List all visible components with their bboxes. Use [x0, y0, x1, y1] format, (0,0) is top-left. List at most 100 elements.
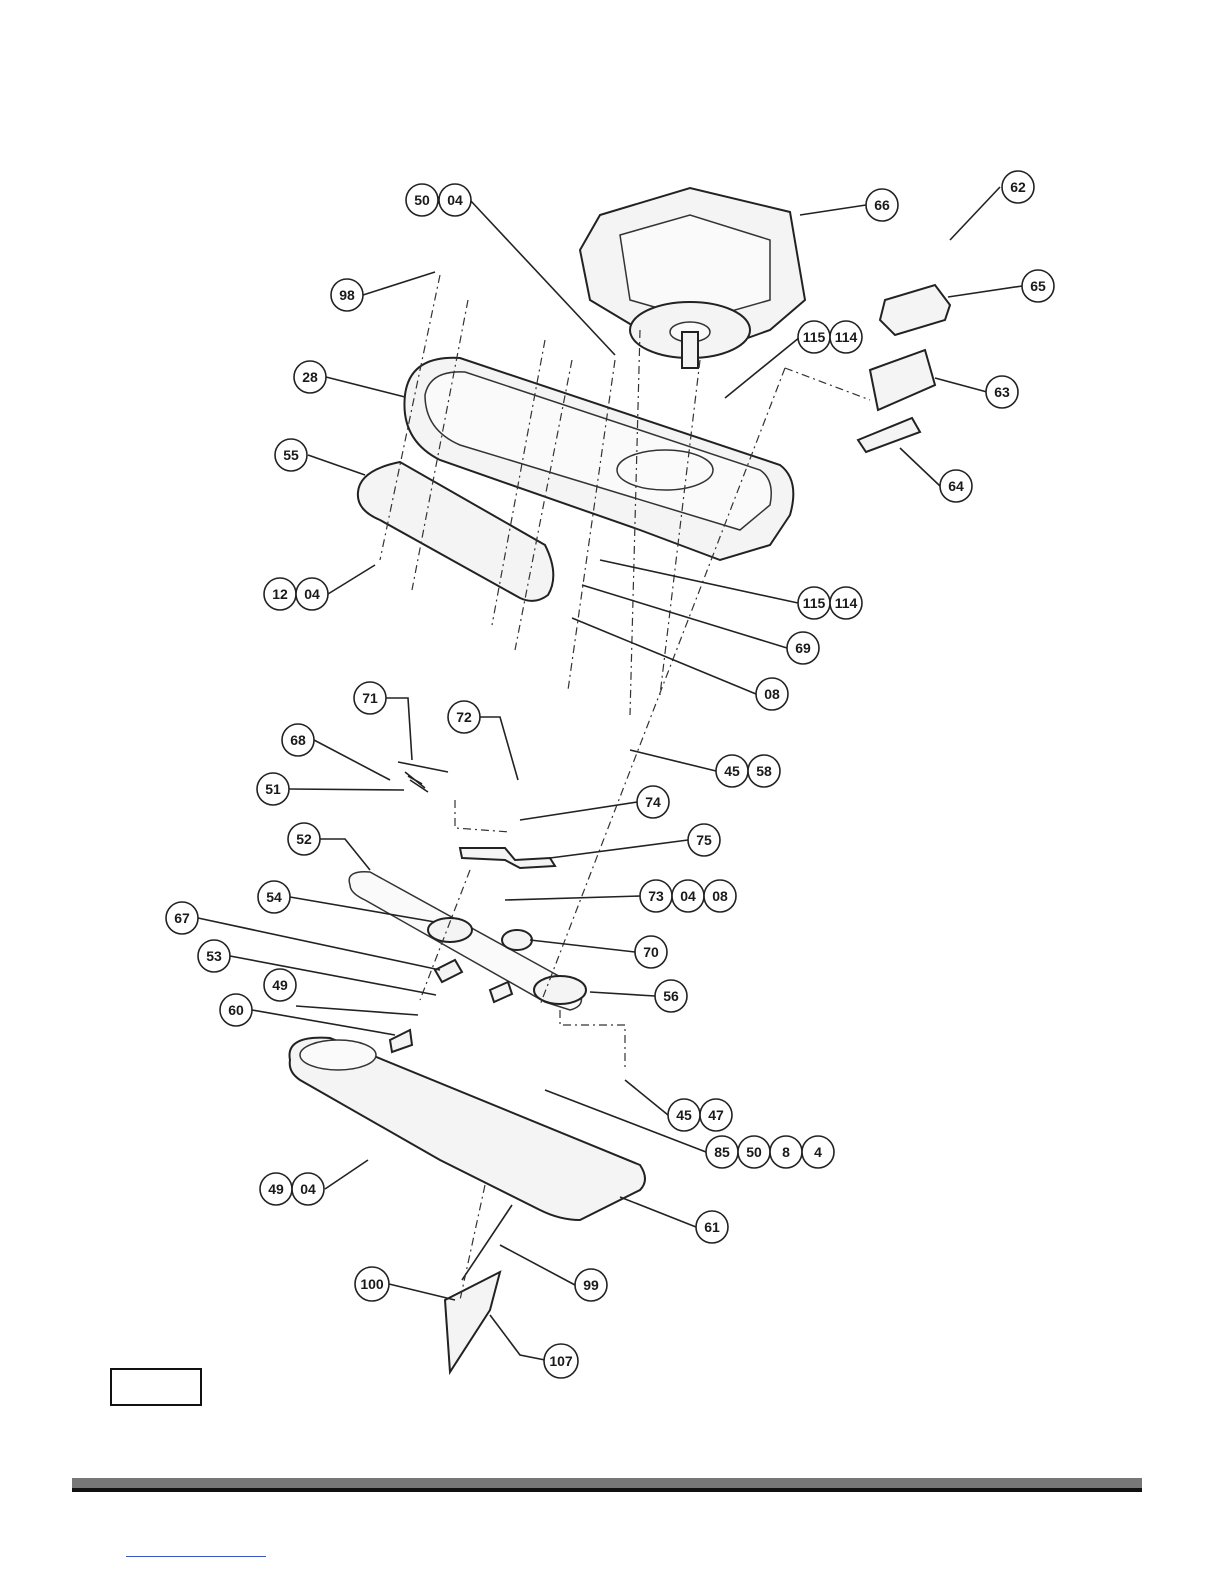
figure-label-box — [110, 1368, 202, 1406]
callout-60: 60 — [220, 994, 252, 1026]
callout-73-04-08: 73 04 08 — [640, 880, 736, 912]
engine-part — [580, 188, 805, 368]
callout-62: 62 — [1002, 171, 1034, 203]
callout-65: 65 — [1022, 270, 1054, 302]
callout-label: 98 — [339, 287, 355, 303]
switch-bracket-part — [880, 285, 950, 335]
battery-box-part — [870, 350, 935, 410]
callout-label: 08 — [712, 888, 728, 904]
callout-75: 75 — [688, 824, 720, 856]
callout-28: 28 — [294, 361, 326, 393]
callout-85-50-8-4: 85 50 8 4 — [706, 1136, 834, 1168]
rod-part — [398, 762, 448, 772]
callout-74: 74 — [637, 786, 669, 818]
callout-label: 51 — [265, 781, 281, 797]
callout-53: 53 — [198, 940, 230, 972]
callout-label: 114 — [835, 329, 858, 345]
callout-label: 107 — [549, 1353, 573, 1369]
callout-12-04: 12 04 — [264, 578, 328, 610]
callout-label: 54 — [266, 889, 282, 905]
drive-belt-part — [349, 872, 586, 1010]
callout-51: 51 — [257, 773, 289, 805]
callout-label: 04 — [447, 192, 463, 208]
callout-label: 74 — [645, 794, 661, 810]
callout-71: 71 — [354, 682, 386, 714]
callout-label: 4 — [814, 1144, 822, 1160]
callout-49: 49 — [264, 969, 296, 1001]
callout-label: 60 — [228, 1002, 244, 1018]
callout-label: 12 — [272, 586, 288, 602]
callout-label: 08 — [764, 686, 780, 702]
callout-label: 85 — [714, 1144, 730, 1160]
callout-68: 68 — [282, 724, 314, 756]
callout-label: 75 — [696, 832, 712, 848]
callout-label: 50 — [414, 192, 430, 208]
callout-115-114-top: 115 114 — [798, 321, 862, 353]
bottom-housing-part — [290, 1038, 646, 1220]
callout-45-58: 45 58 — [716, 755, 780, 787]
callout-label: 61 — [704, 1219, 720, 1235]
footer-link-underline — [126, 1556, 266, 1557]
callout-61: 61 — [696, 1211, 728, 1243]
callout-label: 45 — [724, 763, 740, 779]
callout-100: 100 — [355, 1267, 389, 1301]
callout-63: 63 — [986, 376, 1018, 408]
spring-part — [405, 772, 428, 792]
callout-label: 49 — [268, 1181, 284, 1197]
small-brackets-part — [390, 960, 512, 1052]
callout-98: 98 — [331, 279, 363, 311]
callout-49-04: 49 04 — [260, 1173, 324, 1205]
callout-label: 67 — [174, 910, 190, 926]
callout-label: 53 — [206, 948, 222, 964]
callout-label: 114 — [835, 595, 858, 611]
callout-45-47: 45 47 — [668, 1099, 732, 1131]
deflector-plate-part — [445, 1272, 500, 1372]
callout-label: 8 — [782, 1144, 790, 1160]
callout-115-114-bottom: 115 114 — [798, 587, 862, 619]
callout-label: 99 — [583, 1277, 599, 1293]
callout-label: 50 — [746, 1144, 762, 1160]
callout-label: 71 — [362, 690, 378, 706]
callout-label: 49 — [272, 977, 288, 993]
idler-bracket-part — [460, 848, 555, 868]
callout-label: 115 — [803, 329, 826, 345]
callout-label: 58 — [756, 763, 772, 779]
callout-label: 63 — [994, 384, 1010, 400]
callout-label: 72 — [456, 709, 472, 725]
callout-56: 56 — [655, 980, 687, 1012]
callout-67: 67 — [166, 902, 198, 934]
callout-label: 100 — [360, 1276, 384, 1292]
callout-label: 62 — [1010, 179, 1026, 195]
callout-label: 73 — [648, 888, 664, 904]
callout-label: 28 — [302, 369, 318, 385]
callout-50-04: 50 04 — [406, 184, 471, 216]
callout-72: 72 — [448, 701, 480, 733]
callout-55: 55 — [275, 439, 307, 471]
callout-label: 56 — [663, 988, 679, 1004]
callout-label: 04 — [304, 586, 320, 602]
callout-08: 08 — [756, 678, 788, 710]
callout-label: 68 — [290, 732, 306, 748]
callout-70: 70 — [635, 936, 667, 968]
callout-label: 64 — [948, 478, 964, 494]
callout-label: 04 — [680, 888, 696, 904]
shaft-part — [462, 1205, 512, 1280]
callout-label: 04 — [300, 1181, 316, 1197]
callout-52: 52 — [288, 823, 320, 855]
callout-107: 107 — [544, 1344, 578, 1378]
callout-label: 52 — [296, 831, 312, 847]
callout-label: 65 — [1030, 278, 1046, 294]
callout-54: 54 — [258, 881, 290, 913]
callout-label: 47 — [708, 1107, 724, 1123]
callout-99: 99 — [575, 1269, 607, 1301]
pad-part — [858, 418, 920, 452]
footer-rule — [72, 1478, 1142, 1492]
callout-label: 66 — [874, 197, 890, 213]
callout-label: 70 — [643, 944, 659, 960]
callout-label: 45 — [676, 1107, 692, 1123]
callout-label: 69 — [795, 640, 811, 656]
callout-64: 64 — [940, 470, 972, 502]
callout-69: 69 — [787, 632, 819, 664]
callout-label: 115 — [803, 595, 826, 611]
